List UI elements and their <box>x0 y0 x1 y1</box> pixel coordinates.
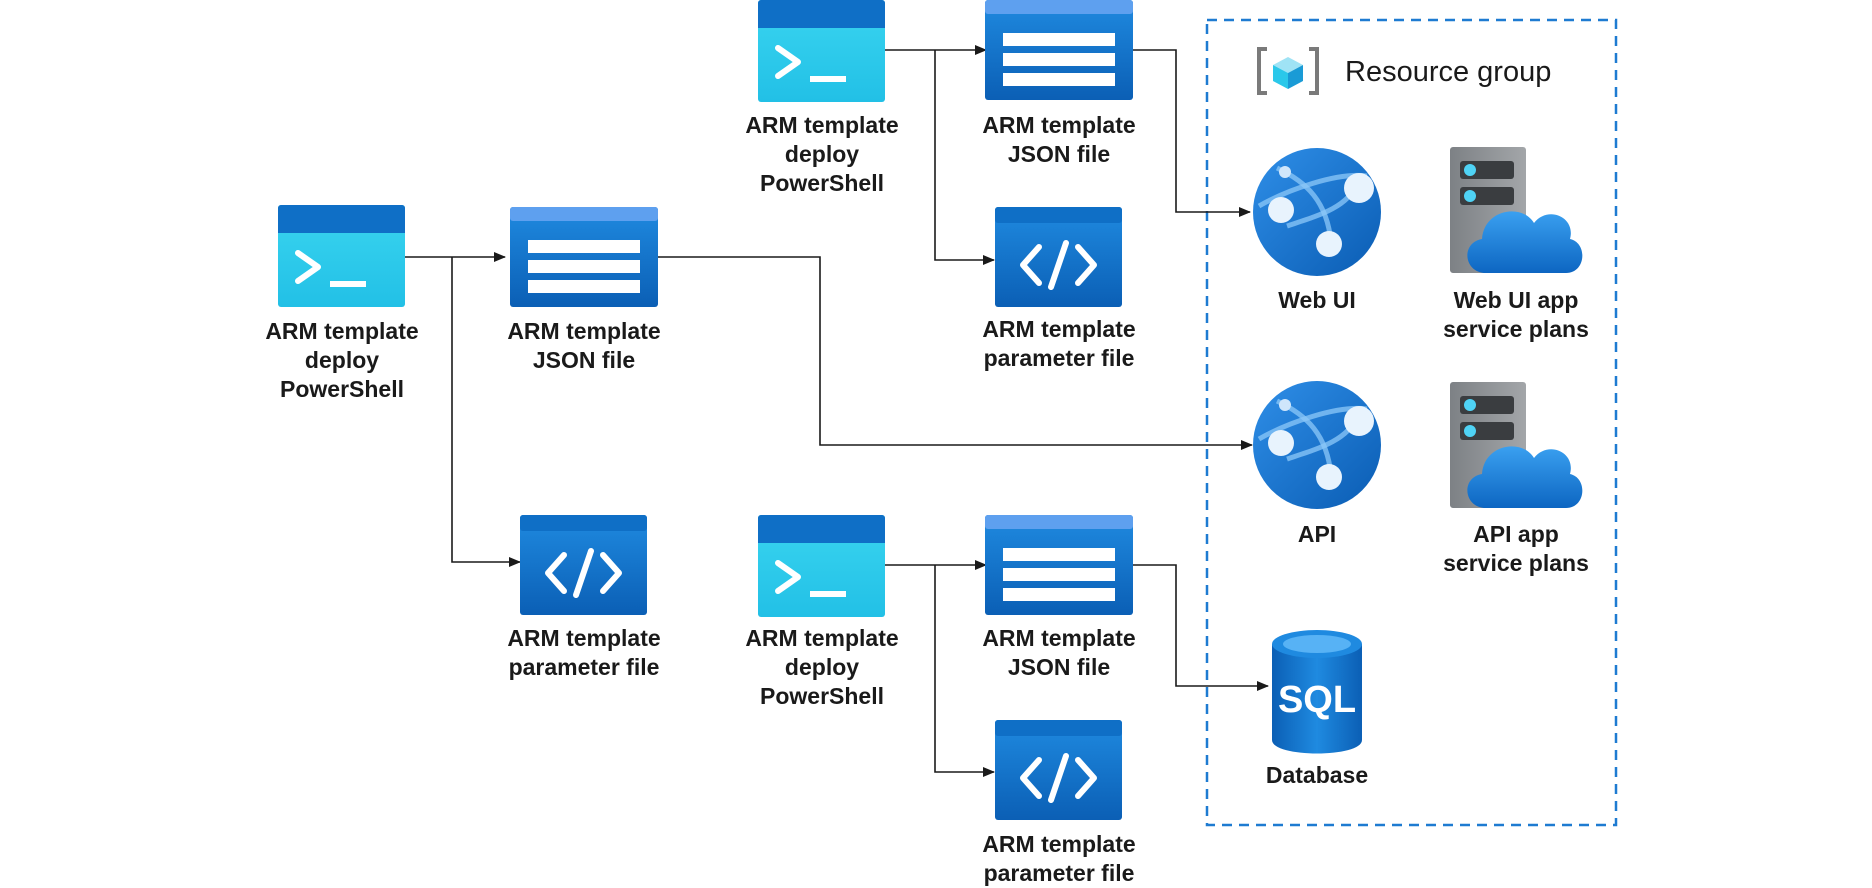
app-service-globe-icon <box>1253 381 1381 509</box>
connectors <box>405 45 1269 777</box>
label-line: PowerShell <box>760 683 884 709</box>
label-deploy-top: ARM template deploy PowerShell <box>745 111 898 198</box>
label-line: deploy <box>784 654 860 680</box>
label-line: PowerShell <box>280 376 404 402</box>
label-line: PowerShell <box>760 170 884 196</box>
app-service-plan-icon <box>1450 382 1583 508</box>
label-line: parameter file <box>508 654 660 680</box>
edge-deploy-main-to-param-main <box>451 257 521 567</box>
edge-json-bottom-to-database <box>1133 564 1269 691</box>
label-web-ui-plan: Web UI app service plans <box>1443 286 1589 344</box>
label-param-bottom: ARM template parameter file <box>982 830 1135 888</box>
label-api-plan: API app service plans <box>1443 520 1589 578</box>
label-line: Database <box>1265 762 1369 788</box>
label-json-top: ARM template JSON file <box>982 111 1135 169</box>
label-line: parameter file <box>983 860 1135 886</box>
sql-badge: SQL <box>1278 679 1356 721</box>
app-service-plan-icon <box>1450 147 1583 273</box>
arm-json-file-icon <box>510 207 658 307</box>
powershell-terminal-icon <box>758 515 885 617</box>
powershell-terminal-icon <box>758 0 885 102</box>
label-line: ARM template <box>982 831 1136 857</box>
label-line: deploy <box>304 347 380 373</box>
arm-json-file-icon <box>985 515 1133 615</box>
label-line: ARM template <box>745 625 899 651</box>
label-line: ARM template <box>982 625 1136 651</box>
label-param-top: ARM template parameter file <box>982 315 1135 373</box>
label-line: Web UI app <box>1453 287 1579 313</box>
resource-group-icon <box>1257 47 1319 95</box>
label-line: JSON file <box>532 347 636 373</box>
edge-json-main-to-api <box>658 256 1253 450</box>
label-line: ARM template <box>982 112 1136 138</box>
label-line: service plans <box>1443 550 1589 576</box>
sql-database-icon: SQL <box>1272 630 1362 754</box>
app-service-globe-icon <box>1253 148 1381 276</box>
edge-deploy-top-to-param-top <box>934 50 995 265</box>
label-database: Database <box>1266 761 1368 790</box>
arm-parameter-file-icon <box>995 720 1122 820</box>
label-param-main: ARM template parameter file <box>507 624 660 682</box>
label-json-bottom: ARM template JSON file <box>982 624 1135 682</box>
label-line: JSON file <box>1007 654 1111 680</box>
resource-group-boundary <box>1205 18 1618 827</box>
label-line: API app <box>1473 521 1559 547</box>
resource-group-title: Resource group <box>1345 56 1552 88</box>
powershell-terminal-icon <box>278 205 405 307</box>
label-web-ui: Web UI <box>1278 286 1356 315</box>
label-line: API <box>1297 521 1337 547</box>
label-line: ARM template <box>507 625 661 651</box>
label-json-main: ARM template JSON file <box>507 317 660 375</box>
arm-parameter-file-icon <box>520 515 647 615</box>
label-deploy-bottom: ARM template deploy PowerShell <box>745 624 898 711</box>
edge-deploy-bottom-to-param-bottom <box>934 565 995 777</box>
label-line: ARM template <box>982 316 1136 342</box>
edge-json-top-to-web-ui <box>1133 49 1251 217</box>
label-line: Web UI <box>1278 287 1356 313</box>
label-line: deploy <box>784 141 860 167</box>
label-line: parameter file <box>983 345 1135 371</box>
label-line: service plans <box>1443 316 1589 342</box>
label-line: ARM template <box>745 112 899 138</box>
label-line: ARM template <box>265 318 419 344</box>
label-line: JSON file <box>1007 141 1111 167</box>
arm-parameter-file-icon <box>995 207 1122 307</box>
label-api: API <box>1298 520 1336 549</box>
arm-json-file-icon <box>985 0 1133 100</box>
label-deploy-main: ARM template deploy PowerShell <box>265 317 418 404</box>
label-line: ARM template <box>507 318 661 344</box>
